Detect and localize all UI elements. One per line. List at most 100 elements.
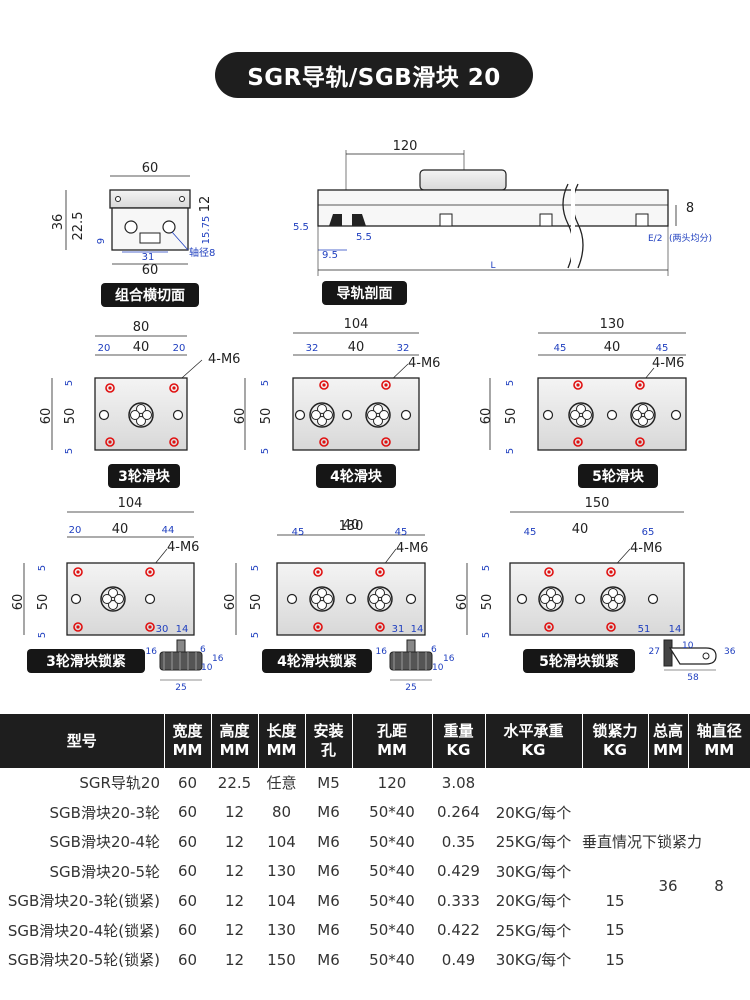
svg-text:5: 5	[505, 448, 516, 454]
svg-text:16: 16	[146, 647, 158, 657]
svg-text:44: 44	[162, 525, 175, 536]
label-slider-5: 5轮滑块	[578, 464, 658, 488]
svg-text:6: 6	[431, 645, 437, 655]
svg-text:40: 40	[348, 340, 365, 355]
svg-text:16: 16	[376, 647, 388, 657]
dim-r1575: 15.75	[201, 216, 212, 245]
dim-h36: 36	[51, 214, 66, 231]
label-cross-section: 组合横切面	[101, 283, 199, 307]
technical-drawings: 60 60 36 22.5 9 31 12 15.75 轴径8 120	[11, 139, 736, 693]
label-slider-3: 3轮滑块	[108, 464, 180, 488]
page-title: SGR导轨/SGB滑块 20	[215, 52, 533, 98]
lock-note: 垂直情况下锁紧力	[582, 833, 703, 852]
dim-55b: 5.5	[356, 232, 372, 243]
dim-w31: 31	[142, 252, 155, 263]
dim-95: 9.5	[322, 250, 338, 261]
svg-text:20: 20	[69, 525, 82, 536]
svg-text:27: 27	[649, 647, 660, 657]
table-row: SGB滑块20-3轮(锁紧) 60 12 104 M6 50*40 0.333 …	[7, 891, 625, 911]
header-hole: 安装孔	[305, 714, 353, 768]
svg-text:31: 31	[392, 624, 405, 635]
svg-text:5: 5	[481, 565, 492, 571]
svg-text:60: 60	[39, 408, 54, 425]
svg-text:14: 14	[411, 624, 424, 635]
svg-text:4-M6: 4-M6	[396, 541, 428, 556]
svg-text:50: 50	[504, 408, 519, 425]
svg-text:20: 20	[98, 343, 111, 354]
table-row: SGB滑块20-5轮(锁紧) 60 12 150 M6 50*40 0.49 3…	[7, 950, 625, 970]
label-slider-4-lock: 4轮滑块锁紧	[262, 649, 372, 673]
svg-text:5: 5	[250, 632, 261, 638]
label-slider-4: 4轮滑块	[316, 464, 396, 488]
svg-text:5: 5	[64, 448, 75, 454]
slider-3-lock-drawing: 104 20 40 44 4-M6 30 14 60 50 5 5 16 6 1…	[11, 496, 224, 693]
svg-text:25: 25	[175, 683, 186, 693]
dim-top-60: 60	[142, 161, 159, 176]
table-row: SGB滑块20-3轮 60 12 80 M6 50*40 0.264 20KG/…	[0, 798, 750, 895]
svg-text:50: 50	[480, 594, 495, 611]
cross-section-drawing: 60 60 36 22.5 9 31 12 15.75 轴径8	[51, 161, 215, 278]
svg-text:40: 40	[112, 522, 129, 537]
table-row: SGB滑块20-4轮(锁紧) 60 12 130 M6 50*40 0.422 …	[7, 921, 625, 940]
svg-text:4-M6: 4-M6	[208, 352, 240, 367]
axis-diameter-value: 8	[714, 877, 724, 895]
svg-text:40: 40	[604, 340, 621, 355]
table-row: SGB滑块20-5轮 60 12 130 M6 50*40 0.429 30KG…	[49, 862, 572, 881]
svg-text:60: 60	[479, 408, 494, 425]
table-row: SGR导轨20 60 22.5 任意 M5 120 3.08	[79, 773, 476, 793]
dim-r12: 12	[198, 196, 213, 213]
svg-text:4-M6: 4-M6	[652, 356, 684, 371]
label-slider-3-lock: 3轮滑块锁紧	[27, 649, 145, 673]
svg-text:150: 150	[585, 496, 610, 511]
dim-h22: 22.5	[71, 212, 86, 241]
svg-text:20: 20	[173, 343, 186, 354]
svg-text:32: 32	[306, 343, 319, 354]
svg-text:58: 58	[687, 673, 699, 683]
svg-text:104: 104	[118, 496, 143, 511]
svg-text:50: 50	[259, 408, 274, 425]
axis-note: 轴径8	[189, 246, 215, 259]
dim-h8: 8	[686, 201, 694, 216]
dim-bottom-60: 60	[142, 263, 159, 278]
svg-text:16: 16	[212, 654, 224, 664]
svg-text:25: 25	[405, 683, 416, 693]
svg-text:5: 5	[505, 380, 516, 386]
svg-text:60: 60	[223, 594, 238, 611]
svg-text:10: 10	[682, 641, 694, 651]
svg-text:40: 40	[572, 522, 589, 537]
svg-text:5: 5	[37, 632, 48, 638]
svg-text:60: 60	[233, 408, 248, 425]
svg-text:51: 51	[638, 624, 651, 635]
svg-text:104: 104	[344, 317, 369, 332]
svg-text:40: 40	[133, 340, 150, 355]
slider-4-drawing: 104 32 40 32 4-M6 60 50 5 5	[233, 317, 440, 454]
rail-section-drawing: 120 8 5.5 5.5 9.5 E/2 (两头均分) L	[293, 139, 712, 276]
svg-text:50: 50	[63, 408, 78, 425]
half-note: (两头均分)	[669, 232, 712, 244]
table-row: SGB滑块20-4轮 60 12 104 M6 50*40 0.35 25KG/…	[49, 832, 572, 852]
svg-text:16: 16	[443, 654, 455, 664]
svg-text:32: 32	[397, 343, 410, 354]
svg-text:45: 45	[656, 343, 669, 354]
svg-text:6: 6	[200, 645, 206, 655]
svg-text:45: 45	[395, 527, 408, 538]
slider-5-lock-drawing: 150 45 40 65 4-M6 51 14 60 50 5 5 27 10 …	[455, 496, 736, 683]
label-slider-5-lock: 5轮滑块锁紧	[523, 649, 635, 673]
svg-text:60: 60	[455, 594, 470, 611]
svg-text:45: 45	[524, 527, 537, 538]
svg-text:4-M6: 4-M6	[408, 356, 440, 371]
svg-text:4-M6: 4-M6	[167, 540, 199, 555]
svg-text:10: 10	[432, 663, 444, 673]
svg-text:60: 60	[11, 594, 26, 611]
total-height-value: 36	[658, 877, 678, 895]
svg-text:14: 14	[669, 624, 682, 635]
